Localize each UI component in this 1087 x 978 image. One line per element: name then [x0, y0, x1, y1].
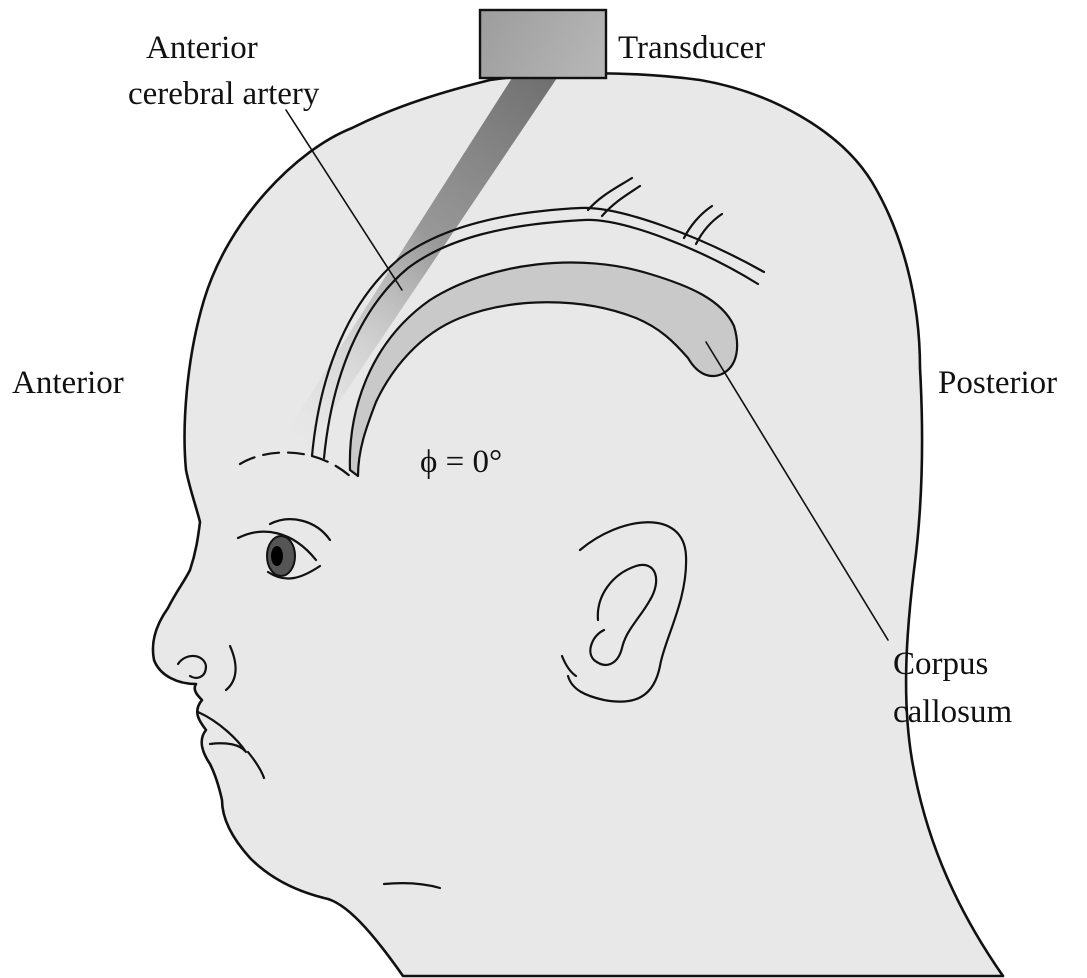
corpus-label-line1: Corpus — [893, 646, 988, 682]
angle-label: ϕ = 0° — [420, 444, 502, 480]
artery-label-line2: cerebral artery — [128, 76, 320, 112]
transducer-label: Transducer — [618, 30, 765, 66]
anterior-label: Anterior — [12, 365, 124, 401]
eye-pupil — [271, 546, 283, 566]
corpus-label-line2: callosum — [893, 694, 1012, 730]
transducer-probe — [480, 10, 606, 78]
posterior-label: Posterior — [938, 365, 1057, 401]
artery-label-line1: Anterior — [146, 30, 258, 66]
